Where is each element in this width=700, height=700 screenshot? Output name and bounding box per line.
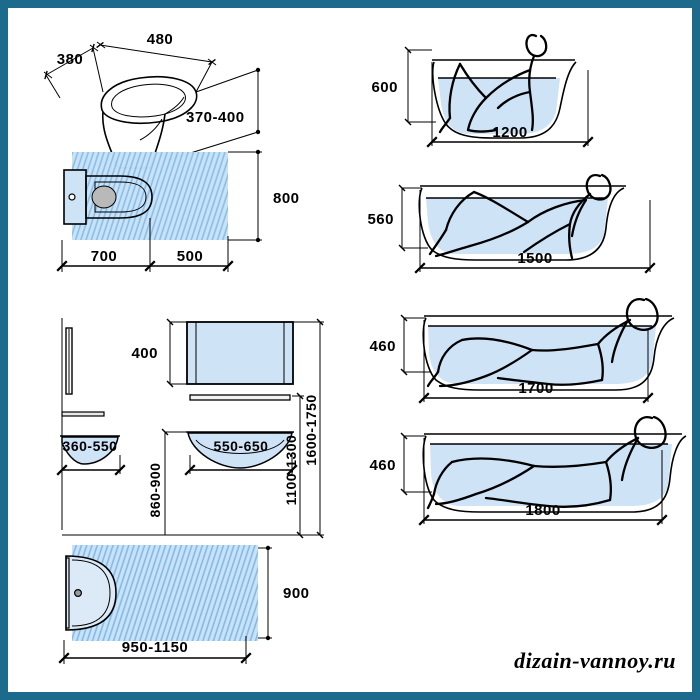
- bathtub-1800-dimensions: [400, 432, 668, 526]
- toilet-depth-label: 700: [91, 248, 118, 265]
- bathtub-1700-height-label: 460: [369, 338, 396, 355]
- toilet-seat-height-label: 370-400: [186, 109, 245, 126]
- bathtub-1500-height-label: 560: [367, 211, 394, 228]
- bathtub-1200-dimensions: [404, 46, 594, 148]
- bathtub-1700-length-label: 1700: [518, 380, 553, 397]
- mirror-top-label: 1600-1750: [303, 394, 319, 465]
- bathtub-1700-drawing: [422, 297, 675, 391]
- sink-plan-dimensions: [58, 545, 272, 664]
- bathtub-1800-length-label: 1800: [525, 502, 560, 519]
- mirror-height-label: 400: [131, 345, 158, 362]
- sink-zone-depth-label: 900: [283, 585, 310, 602]
- toilet-front-clearance-label: 500: [177, 248, 204, 265]
- bathtub-1500-drawing: [418, 173, 626, 261]
- bathtub-1700-dimensions: [400, 314, 654, 404]
- toilet-zone-width-label: 800: [273, 190, 300, 207]
- sink-elevation-dimensions: [56, 318, 324, 539]
- sink-width-label: 550-650: [214, 438, 269, 454]
- bathtub-1800-drawing: [422, 415, 687, 513]
- bathtub-1200-length-label: 1200: [492, 124, 527, 141]
- bathtub-1200-height-label: 600: [371, 79, 398, 96]
- toilet-plan-zone: [63, 152, 228, 240]
- watermark: dizain-vannoy.ru: [514, 648, 676, 673]
- bathtub-1200-drawing: [431, 33, 577, 139]
- sink-side-depth-label: 360-550: [63, 438, 118, 454]
- bathtub-1800-height-label: 460: [369, 457, 396, 474]
- sink-height-label: 860-900: [147, 463, 163, 518]
- toilet-plan-dimensions: [56, 149, 262, 272]
- toilet-width-front-label: 380: [57, 51, 84, 68]
- sink-zone-width-label: 950-1150: [122, 639, 189, 656]
- sink-elevation-drawing: [60, 318, 294, 530]
- sink-plan-zone: [65, 545, 258, 641]
- bathtub-1500-dimensions: [398, 184, 656, 274]
- toilet-elevation-dimensions: [43, 41, 261, 161]
- mirror-bottom-label: 1100-1300: [283, 435, 299, 506]
- toilet-width-top-label: 480: [147, 31, 174, 48]
- bathtub-1500-length-label: 1500: [517, 250, 552, 267]
